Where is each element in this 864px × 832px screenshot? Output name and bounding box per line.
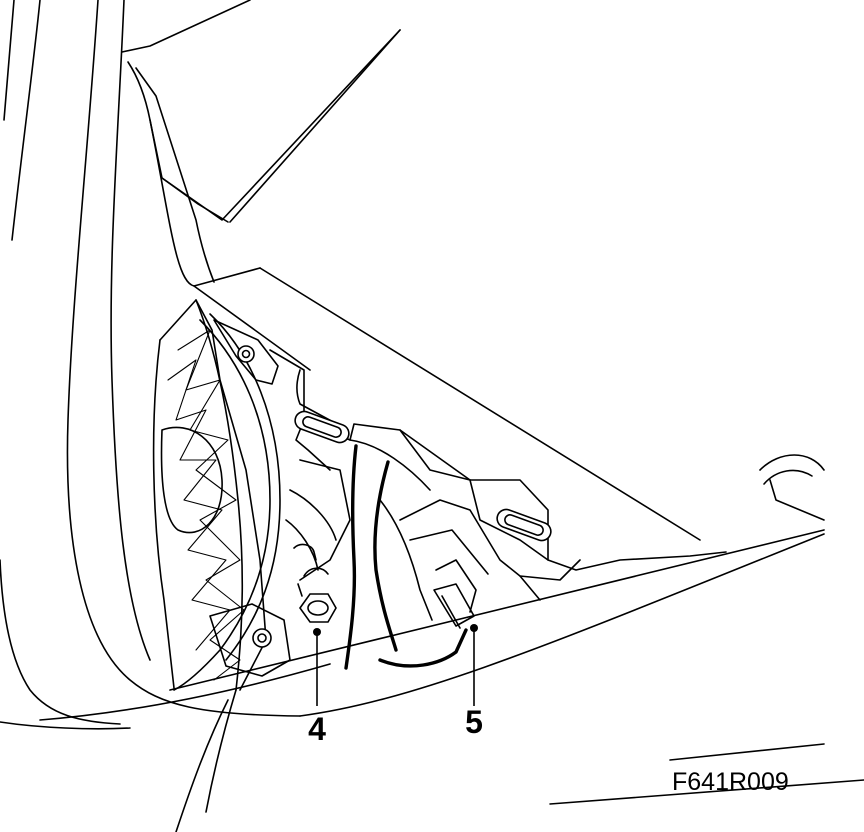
callout-5-label: 5 <box>465 704 483 740</box>
wiring-harness <box>344 444 468 670</box>
upper-panel <box>121 0 701 541</box>
lower-bracket <box>209 603 291 677</box>
connector-5 <box>433 583 478 706</box>
lower-box <box>285 459 581 621</box>
figure-reference-code: F641R009 <box>672 768 789 796</box>
bumper-edge <box>39 529 825 832</box>
reference-lines <box>549 743 864 805</box>
upper-bracket <box>213 319 279 385</box>
body-panel <box>0 0 301 730</box>
lattice-frame <box>152 299 281 691</box>
radiator-housing <box>269 349 825 571</box>
callout-4-label: 4 <box>308 711 326 747</box>
bolt-4 <box>293 543 337 706</box>
